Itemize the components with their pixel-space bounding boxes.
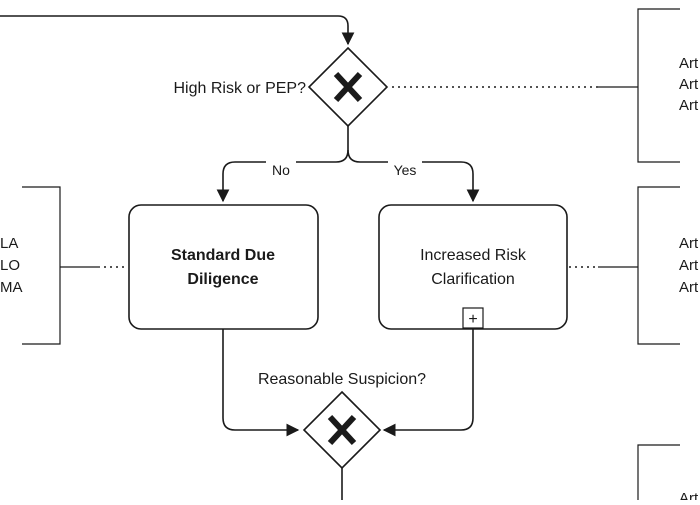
gateway-reasonable-suspicion[interactable] [302, 390, 382, 470]
annotation-right-top-line-2: Art [679, 76, 699, 93]
annotation-right-bottom-line-1: Art [679, 490, 699, 500]
flow-yes-label: Yes [394, 162, 417, 178]
task-increased-label-line-2: Clarification [431, 271, 515, 288]
annotation-right-middle-line-3: Art [679, 279, 699, 296]
annotation-right-bottom-bracket [637, 444, 680, 500]
annotation-right-middle-line-2: Art [679, 257, 699, 274]
task-increased-label-line-1: Increased Risk [420, 247, 527, 264]
annotation-right-top-bracket [637, 8, 680, 163]
annotation-left-line-1: LA [0, 235, 18, 252]
annotation-left-bracket [22, 186, 61, 345]
annotation-right-middle-line-1: Art [679, 235, 699, 252]
label-yes-bg [388, 161, 422, 177]
annotation-right-top-line-1: Art [679, 55, 699, 72]
subprocess-marker: + [468, 311, 477, 328]
gateway-high-risk[interactable] [307, 46, 389, 128]
gateway-high-risk-label: High Risk or PEP? [174, 80, 307, 97]
flow-increased-to-gateway [382, 329, 474, 437]
task-standard-label-line-2: Diligence [187, 271, 258, 288]
flow-yes [347, 149, 480, 203]
gateway-suspicion-label: Reasonable Suspicion? [258, 371, 426, 388]
task-standard-label-line-1: Standard Due [171, 247, 275, 264]
incoming-sequence-flow [0, 15, 355, 46]
label-no-bg [266, 161, 296, 177]
annotation-left-line-3: MA [0, 279, 23, 296]
flow-standard-to-gateway [222, 329, 300, 437]
annotation-right-top-line-3: Art [679, 97, 699, 114]
annotation-left-line-2: LO [0, 257, 20, 274]
subprocess-expand-icon[interactable] [462, 307, 484, 329]
flow-no-label: No [272, 162, 290, 178]
task-standard-due-diligence[interactable] [128, 204, 319, 330]
annotation-right-middle-bracket [637, 186, 680, 345]
